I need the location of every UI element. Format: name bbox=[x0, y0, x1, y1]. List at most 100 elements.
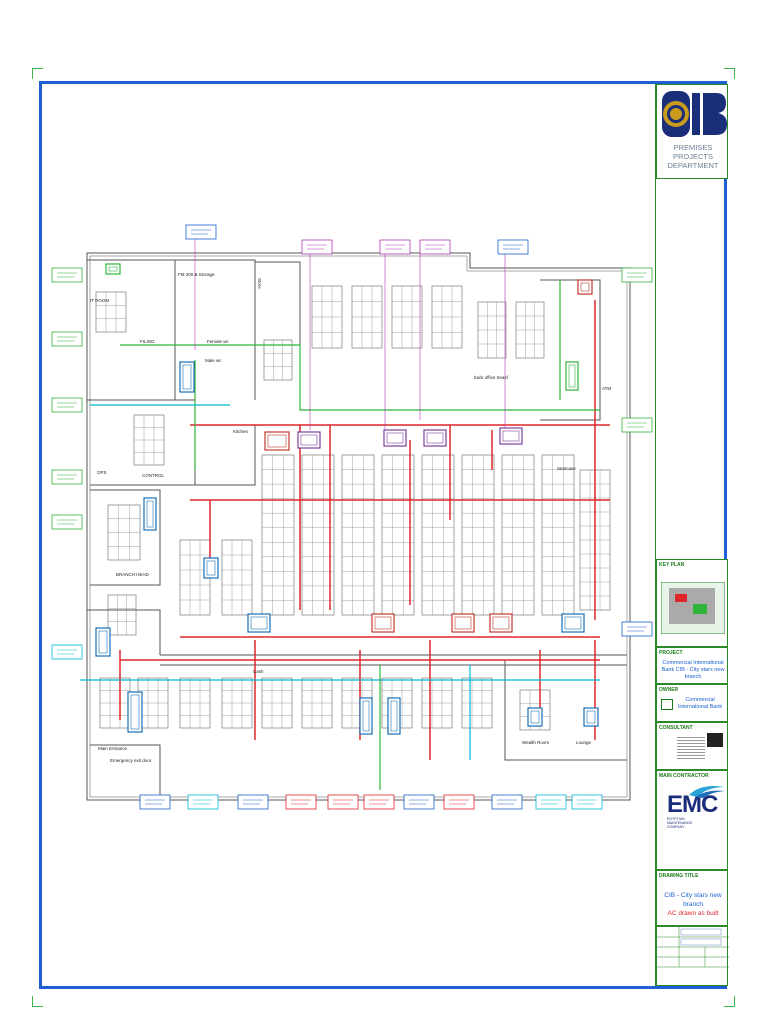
ac-unit-inner bbox=[250, 616, 268, 630]
project-heading: PROJECT bbox=[659, 650, 683, 656]
ac-unit bbox=[387, 697, 401, 735]
ac-unit bbox=[383, 429, 407, 447]
ac-unit bbox=[264, 431, 290, 451]
room-label-atm: ATM bbox=[602, 386, 611, 391]
equipment-tag bbox=[419, 239, 451, 255]
owner-logo-icon bbox=[661, 699, 673, 710]
ac-unit bbox=[359, 697, 373, 735]
ac-unit bbox=[561, 613, 585, 633]
equipment-tag bbox=[285, 794, 317, 810]
room-label-lounge: Lounge bbox=[576, 740, 592, 745]
room-label-cash: Cash bbox=[253, 669, 264, 674]
owner-heading: OWNER bbox=[659, 687, 679, 693]
ac-unit-inner bbox=[146, 500, 154, 528]
ac-unit-inner bbox=[426, 432, 444, 444]
equipment-tag bbox=[301, 239, 333, 255]
crop-mark-tr bbox=[724, 68, 735, 79]
drawing-title-heading: DRAWING TITLE bbox=[659, 873, 699, 879]
consultant-logo-icon bbox=[707, 733, 723, 747]
room-label-ops: OPS bbox=[97, 470, 107, 475]
ac-unit bbox=[127, 691, 143, 733]
ac-unit bbox=[247, 613, 271, 633]
cib-logo bbox=[662, 91, 727, 137]
drawing-title-line1: CIB - City stars new branch bbox=[664, 892, 722, 908]
equipment-tag bbox=[621, 621, 653, 637]
equipment-tag bbox=[497, 239, 529, 255]
equipment-tag bbox=[621, 417, 653, 433]
room-label-female-wc: Female wc bbox=[207, 339, 230, 344]
equipment-tag bbox=[185, 224, 217, 240]
equipment-tag bbox=[237, 794, 269, 810]
ac-unit-inner bbox=[568, 364, 576, 388]
contractor-box: MAIN CONTRACTOR EMC EGYPTIAN MAINTENANCE… bbox=[656, 770, 728, 870]
ac-unit-inner bbox=[492, 616, 510, 630]
ac-unit-inner bbox=[182, 364, 192, 390]
room-label-branch-head: BRANCH HEAD bbox=[116, 572, 150, 577]
wave-icon bbox=[689, 786, 725, 798]
ac-unit-inner bbox=[580, 282, 590, 292]
ac-unit-inner bbox=[108, 266, 118, 272]
drawing-title-value: CIB - City stars new branch AC drawn as … bbox=[659, 891, 727, 918]
room-label-kitchen: Kitchen bbox=[233, 429, 249, 434]
ac-unit bbox=[423, 429, 447, 447]
workstation-block bbox=[263, 339, 293, 381]
equipment-tag bbox=[491, 794, 523, 810]
room-label-fm: FM 200 & Storage bbox=[178, 272, 215, 277]
ac-unit-inner bbox=[300, 434, 318, 446]
signature-table bbox=[656, 926, 729, 986]
consultant-box: CONSULTANT bbox=[656, 722, 728, 770]
ac-unit bbox=[499, 427, 523, 445]
department-label: PREMISES PROJECTS DEPARTMENT bbox=[667, 143, 719, 170]
drawing-frame bbox=[39, 81, 727, 989]
equipment-tag bbox=[379, 239, 411, 255]
drawing-title-box: DRAWING TITLE CIB - City stars new branc… bbox=[656, 870, 728, 926]
ac-unit-inner bbox=[454, 616, 472, 630]
ac-unit-inner bbox=[130, 694, 140, 730]
ac-unit bbox=[95, 627, 111, 657]
client-box: PREMISES PROJECTS DEPARTMENT bbox=[656, 84, 728, 179]
workstation-block bbox=[95, 291, 127, 333]
ac-unit bbox=[565, 361, 579, 391]
equipment-tag bbox=[51, 397, 83, 413]
equipment-tag bbox=[535, 794, 567, 810]
workstation-block bbox=[261, 454, 295, 616]
signature-grid bbox=[657, 927, 729, 968]
ac-unit bbox=[203, 557, 219, 579]
consultant-text-lines bbox=[677, 735, 705, 759]
room-label-back-office: back office treasf bbox=[474, 375, 509, 380]
crop-mark-br bbox=[724, 996, 735, 1007]
room-label-emergency: Emergency exit door bbox=[110, 758, 152, 763]
room-label-control: CONTROL bbox=[142, 473, 164, 478]
ac-unit-inner bbox=[267, 434, 287, 448]
workstation-block bbox=[421, 454, 455, 616]
ac-unit bbox=[105, 263, 121, 275]
contractor-heading: MAIN CONTRACTOR bbox=[659, 773, 709, 779]
equipment-tag bbox=[363, 794, 395, 810]
workstation-block bbox=[461, 454, 495, 616]
equipment-tag bbox=[403, 794, 435, 810]
equipment-tags bbox=[51, 224, 653, 810]
equipment-tag bbox=[571, 794, 603, 810]
workstation-grids bbox=[95, 285, 611, 731]
ac-unit bbox=[371, 613, 395, 633]
equipment-tag bbox=[51, 331, 83, 347]
equipment-tag bbox=[187, 794, 219, 810]
equipment-tag bbox=[327, 794, 359, 810]
drawing-title-line2: AC drawn as built bbox=[667, 910, 719, 917]
project-value: Commercial International Bank CIB - City… bbox=[661, 660, 725, 680]
ac-unit bbox=[527, 707, 543, 727]
workstation-block bbox=[221, 539, 253, 616]
equipment-tag bbox=[443, 794, 475, 810]
equipment-tag bbox=[51, 267, 83, 283]
key-plan-box: KEY PLAN bbox=[656, 559, 728, 647]
walls bbox=[86, 252, 631, 801]
ac-ducts bbox=[119, 300, 610, 760]
workstation-block bbox=[341, 454, 375, 616]
key-plan-thumbnail bbox=[661, 582, 725, 634]
ac-unit bbox=[583, 707, 599, 727]
ac-unit bbox=[489, 613, 513, 633]
consultant-heading: CONSULTANT bbox=[659, 725, 693, 731]
crop-mark-tl bbox=[32, 68, 43, 79]
equipment-tag bbox=[51, 469, 83, 485]
